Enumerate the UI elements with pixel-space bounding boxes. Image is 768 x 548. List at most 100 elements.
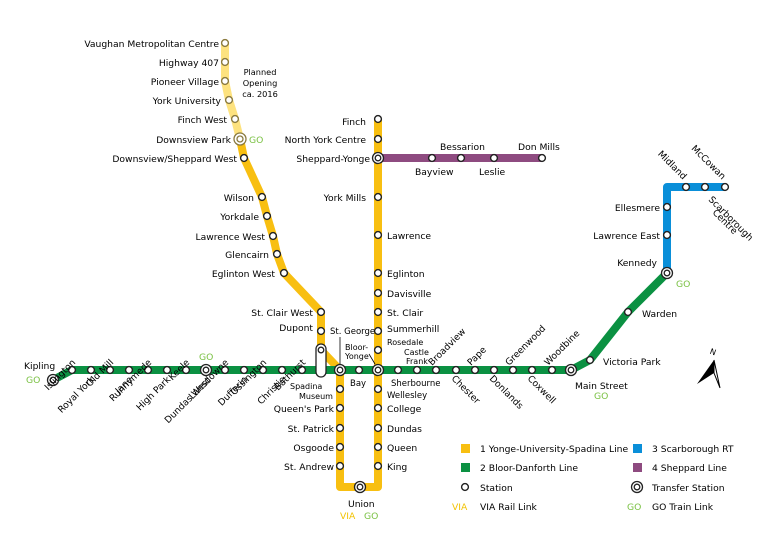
station-christie[interactable] xyxy=(277,365,287,375)
station-downsviewsheppard[interactable] xyxy=(239,153,249,163)
legend-label-line2: 2 Bloor-Danforth Line xyxy=(480,463,578,474)
station-chester[interactable] xyxy=(451,365,461,375)
label-castlefrank: Castle xyxy=(404,348,429,357)
station-lansdowne[interactable] xyxy=(220,365,230,375)
station-college[interactable] xyxy=(373,403,383,413)
station-dupont[interactable] xyxy=(316,326,326,336)
station-stclair[interactable] xyxy=(373,307,383,317)
transfer-union[interactable] xyxy=(353,480,367,494)
transfer-downsviewpark[interactable] xyxy=(233,132,247,146)
label-sherbourne: Sherbourne xyxy=(391,379,440,389)
label-stclairwest: St. Clair West xyxy=(251,308,313,319)
station-islington[interactable] xyxy=(67,365,77,375)
station-yorku[interactable] xyxy=(224,95,234,105)
station-donmills[interactable] xyxy=(537,153,547,163)
station-oldmill[interactable] xyxy=(105,365,115,375)
label-kennedy: Kennedy xyxy=(617,258,657,269)
transfer-bloor-yonge[interactable] xyxy=(371,363,385,377)
station-mccowan[interactable] xyxy=(720,182,730,192)
transfer-kennedy[interactable] xyxy=(660,266,674,280)
station-jane[interactable] xyxy=(124,365,134,375)
station-finch[interactable] xyxy=(373,114,383,124)
label-christie: Christie xyxy=(255,374,288,407)
transfer-sheppardyonge[interactable] xyxy=(371,151,385,165)
station-stpatrick[interactable] xyxy=(335,423,345,433)
station-greenwood[interactable] xyxy=(508,365,518,375)
station-warden[interactable] xyxy=(623,307,633,317)
station-bessarion[interactable] xyxy=(456,153,466,163)
legend-symbol-via: VIA xyxy=(452,502,468,513)
station-bay[interactable] xyxy=(354,365,364,375)
label-king: King xyxy=(387,462,407,473)
station-standrew[interactable] xyxy=(335,461,345,471)
label-yorkdale: Yorkdale xyxy=(219,212,259,223)
station-scarborough[interactable] xyxy=(700,182,710,192)
station-museum[interactable] xyxy=(335,384,345,394)
legend-label-go: GO Train Link xyxy=(652,502,714,513)
legend-station-icon xyxy=(460,482,470,492)
transfer-mainstreet[interactable] xyxy=(564,363,578,377)
station-leslie[interactable] xyxy=(489,153,499,163)
label-glencairn: Glencairn xyxy=(225,250,269,261)
station-yorkdale[interactable] xyxy=(262,211,272,221)
station-yorkmills[interactable] xyxy=(373,192,383,202)
station-king[interactable] xyxy=(373,461,383,471)
go-kipling: GO xyxy=(26,375,40,386)
station-finchwest[interactable] xyxy=(230,114,240,124)
station-eglinton[interactable] xyxy=(373,268,383,278)
station-lawrence[interactable] xyxy=(373,230,383,240)
station-dufferin[interactable] xyxy=(239,365,249,375)
station-victoriapark[interactable] xyxy=(585,355,595,365)
station-lawrencewest[interactable] xyxy=(268,231,278,241)
station-summerhill[interactable] xyxy=(373,326,383,336)
station-pape[interactable] xyxy=(470,365,480,375)
station-wilson[interactable] xyxy=(257,192,267,202)
label-spadina: Spadina xyxy=(290,382,322,391)
label-downsviewsheppard: Downsview/Sheppard West xyxy=(112,154,237,165)
station-broadview[interactable] xyxy=(431,365,441,375)
station-stclairwest[interactable] xyxy=(316,307,326,317)
station-bathurst[interactable] xyxy=(297,365,307,375)
transfer-dundaswest[interactable] xyxy=(199,363,213,377)
station-ellesmere[interactable] xyxy=(662,202,672,212)
transfer-spadina[interactable] xyxy=(315,343,327,378)
station-highpark[interactable] xyxy=(162,365,172,375)
label-bloor2: Yonge xyxy=(344,352,369,361)
label-dufferin: Dufferin xyxy=(216,374,250,408)
station-rosedale[interactable] xyxy=(373,345,383,355)
station-donlands[interactable] xyxy=(489,365,499,375)
station-ossington[interactable] xyxy=(258,365,268,375)
station-queen[interactable] xyxy=(373,442,383,452)
label-warden: Warden xyxy=(642,309,677,320)
label-lawrenceeast: Lawrence East xyxy=(593,231,660,242)
transfer-kipling[interactable] xyxy=(46,373,60,387)
label-vaughan: Vaughan Metropolitan Centre xyxy=(84,39,219,50)
station-hwy407[interactable] xyxy=(220,57,230,67)
station-eglintonwest[interactable] xyxy=(279,268,289,278)
station-royalyork[interactable] xyxy=(86,365,96,375)
station-dundas[interactable] xyxy=(373,423,383,433)
station-nyc[interactable] xyxy=(373,134,383,144)
station-keele[interactable] xyxy=(181,365,191,375)
station-glencairn[interactable] xyxy=(272,249,282,259)
station-vaughan[interactable] xyxy=(220,38,230,48)
station-davisville[interactable] xyxy=(373,288,383,298)
label-chester: Chester xyxy=(449,373,482,406)
station-bayview[interactable] xyxy=(427,153,437,163)
station-woodbine[interactable] xyxy=(547,365,557,375)
station-coxwell[interactable] xyxy=(527,365,537,375)
station-lawrenceeast[interactable] xyxy=(662,230,672,240)
station-castlefrank[interactable] xyxy=(412,365,422,375)
station-midland[interactable] xyxy=(681,182,691,192)
station-osgoode[interactable] xyxy=(335,442,345,452)
label-finch: Finch xyxy=(342,117,366,128)
station-sherbourne[interactable] xyxy=(393,365,403,375)
legend-label-transfer: Transfer Station xyxy=(651,483,725,494)
svg-text:Opening: Opening xyxy=(243,78,278,88)
station-runnymede[interactable] xyxy=(143,365,153,375)
station-wellesley[interactable] xyxy=(373,384,383,394)
transfer-stgeorge[interactable] xyxy=(333,363,347,377)
label-summerhill: Summerhill xyxy=(387,324,439,335)
station-pioneer[interactable] xyxy=(220,76,230,86)
station-queenspark[interactable] xyxy=(335,403,345,413)
